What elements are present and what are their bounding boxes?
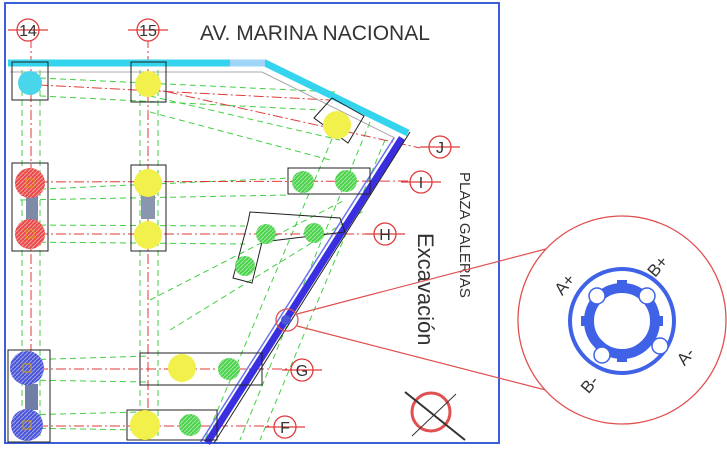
detail-circle (517, 215, 727, 425)
axis-label-14: 14 (19, 23, 37, 40)
pile-cap (11, 162, 49, 252)
detail-outer-ring (568, 267, 676, 375)
symbol-slash-thin (411, 393, 457, 437)
axis-bubble-ticks (8, 29, 460, 428)
pile-cap (130, 164, 167, 252)
pile-hatch (256, 224, 276, 244)
axis-label-i: I (419, 175, 423, 192)
axis-label-15: 15 (139, 23, 157, 40)
pile-cap (7, 349, 51, 443)
excavation-label: Excavación (413, 233, 438, 346)
detail-grooves (588, 287, 669, 364)
inclinometer-detail: A+ B+ A- B- (517, 215, 727, 425)
axis-label-f: F (280, 420, 290, 437)
instrument-marker-circle (275, 308, 299, 332)
axis-label-g: G (296, 363, 308, 380)
pile-hatch (11, 409, 43, 441)
excavation-wall-edge (199, 137, 395, 444)
strut (26, 195, 38, 221)
wall-outlines (10, 71, 396, 139)
pile-cap (11, 61, 49, 101)
pile (135, 71, 161, 97)
instrument-marker-dot (281, 315, 291, 325)
excavation-wall-outline (213, 131, 411, 444)
section-symbol (404, 391, 466, 441)
pile-cap (232, 211, 346, 284)
symbol-slash (404, 391, 466, 441)
pile-hatch (15, 168, 45, 198)
piles (10, 71, 357, 441)
pile-hatch (218, 358, 240, 380)
pile-hatch (15, 219, 45, 249)
pile-caps (7, 61, 371, 443)
pile-cap (287, 167, 371, 195)
pile-cap (126, 409, 218, 441)
pile-markers (22, 178, 35, 430)
pile (134, 221, 162, 249)
pile-cap (130, 61, 167, 103)
pile-hatch (10, 351, 44, 385)
axis-label-j: J (436, 140, 444, 157)
strut (141, 195, 155, 219)
pile-cap (139, 352, 263, 386)
pile-hatch (292, 171, 314, 193)
axis-label-h: H (379, 227, 391, 244)
pile (323, 111, 351, 139)
axis-labels: 14 15 J I H G F (19, 23, 444, 437)
pile (168, 354, 196, 382)
pile (18, 71, 42, 95)
pile (130, 410, 160, 440)
street-label: AV. MARINA NACIONAL (200, 22, 430, 45)
detail-keyways (581, 280, 663, 362)
pile-hatch (235, 256, 255, 276)
instrument-marker (275, 308, 299, 332)
plaza-label: PLAZA GALERIAS (456, 172, 473, 298)
pile-hatch (179, 414, 201, 436)
callout-leader-top (296, 243, 566, 315)
callout-leader-bottom (296, 325, 566, 396)
strut (25, 384, 38, 410)
pile (134, 169, 162, 197)
pile-hatch (304, 223, 324, 243)
pile-hatch (335, 170, 357, 192)
symbol-circle (410, 391, 452, 433)
